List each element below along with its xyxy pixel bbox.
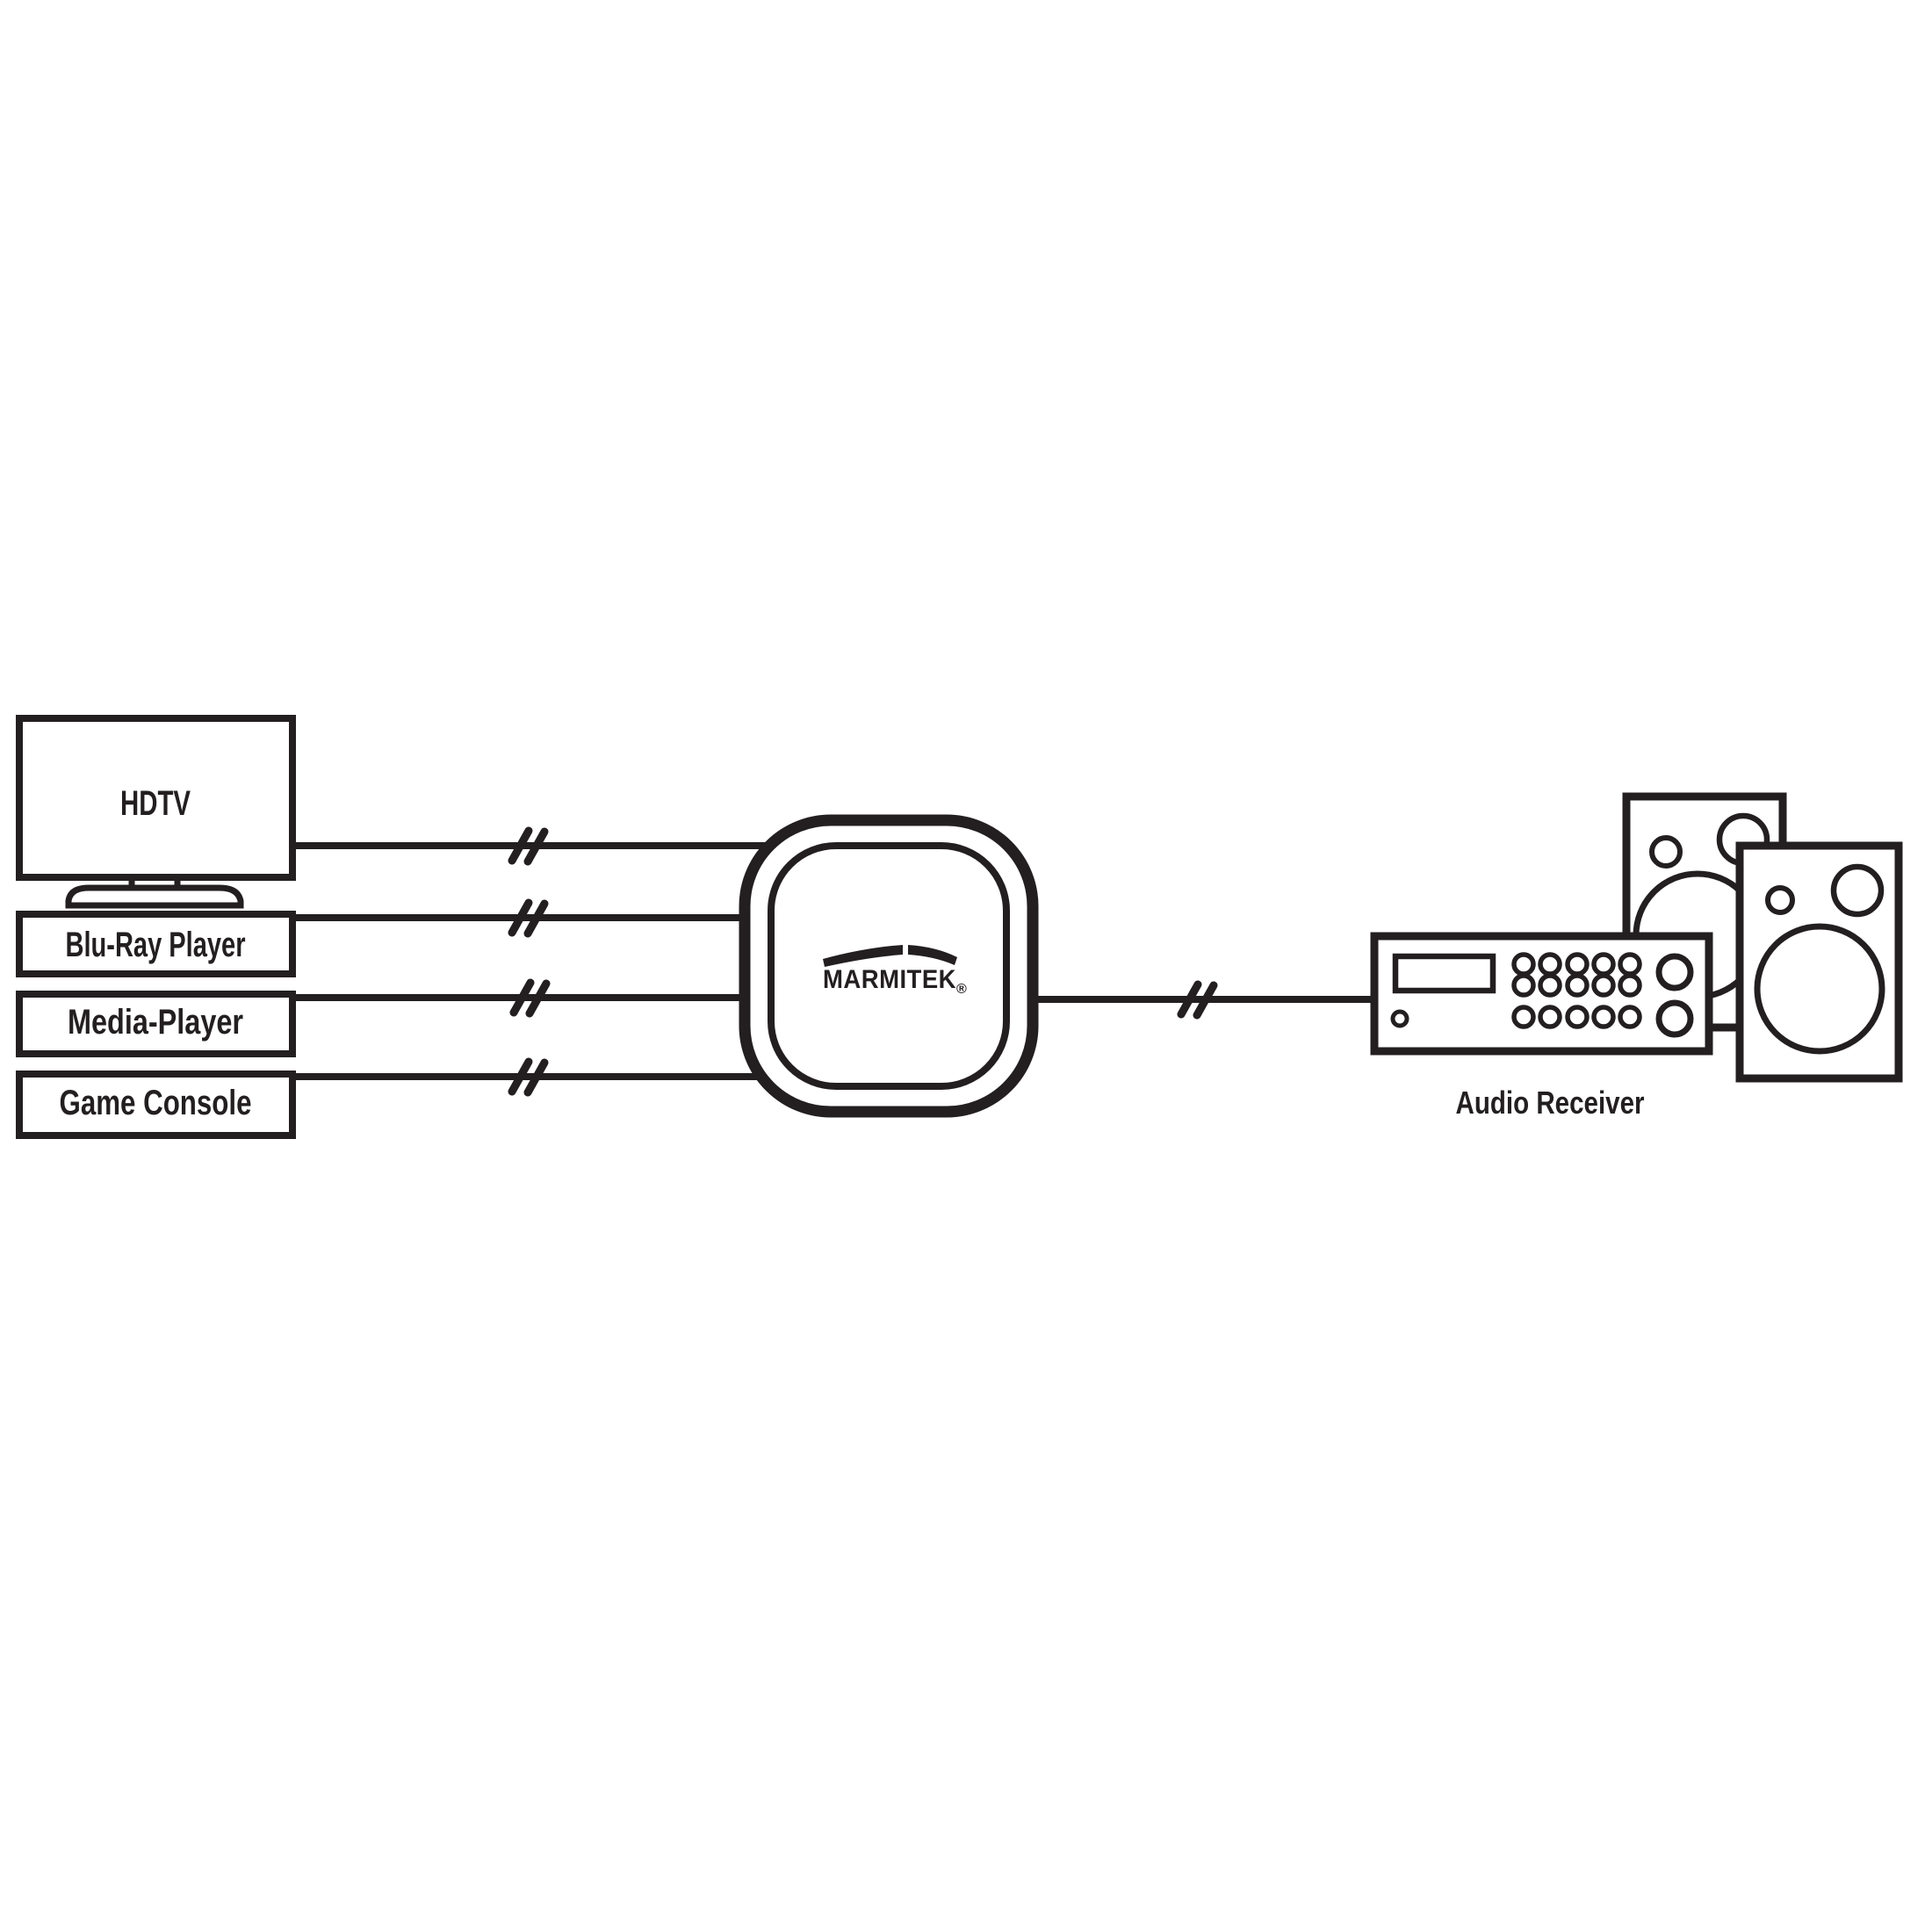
tv-screen bbox=[16, 715, 296, 881]
cables bbox=[292, 826, 1375, 1097]
speaker-tweeter bbox=[1830, 863, 1885, 918]
tuner-knob bbox=[1655, 999, 1694, 1038]
source-label: HDTV bbox=[120, 784, 191, 823]
cable-break-icon bbox=[508, 898, 549, 938]
speaker-port bbox=[1765, 885, 1795, 915]
hub-device: MARMITEK ® bbox=[739, 814, 1039, 1118]
tv-stand-base bbox=[65, 884, 244, 909]
source-label: Blu-Ray Player bbox=[66, 926, 246, 964]
audio-receiver-unit bbox=[1370, 932, 1713, 1056]
brand-wordmark: MARMITEK bbox=[823, 965, 956, 994]
speaker-woofer bbox=[1754, 923, 1885, 1055]
hub-inner-shell bbox=[768, 842, 1010, 1090]
marmitek-logo: MARMITEK ® bbox=[823, 945, 967, 997]
source-media-player: Media-Player bbox=[16, 991, 296, 1057]
power-button bbox=[1390, 1009, 1409, 1028]
audio-receiver-label: Audio Receiver bbox=[1456, 1085, 1645, 1121]
cable-break-icon bbox=[509, 978, 551, 1018]
receiver-button-grid bbox=[1511, 952, 1642, 1029]
device-box bbox=[16, 911, 296, 977]
source-bluray: Blu-Ray Player bbox=[16, 911, 296, 977]
registered-trademark-icon: ® bbox=[956, 982, 967, 997]
source-hdtv: HDTV bbox=[16, 715, 296, 909]
logo-roof-icon bbox=[908, 945, 957, 965]
source-game-console: Game Console bbox=[16, 1071, 296, 1139]
cable-break-icon bbox=[508, 826, 549, 866]
receiver-display bbox=[1392, 953, 1496, 994]
cable-break-icon bbox=[1177, 980, 1218, 1020]
cable-break-icon bbox=[508, 1057, 549, 1097]
logo-roof-icon bbox=[823, 945, 903, 967]
speaker-port bbox=[1649, 835, 1683, 869]
speaker-front bbox=[1735, 841, 1903, 1083]
device-box bbox=[16, 991, 296, 1057]
hub-outer-shell bbox=[739, 814, 1039, 1118]
device-box bbox=[16, 1071, 296, 1139]
source-label: Media-Player bbox=[68, 1003, 243, 1042]
volume-knob bbox=[1655, 953, 1694, 991]
source-label: Game Console bbox=[60, 1084, 252, 1122]
